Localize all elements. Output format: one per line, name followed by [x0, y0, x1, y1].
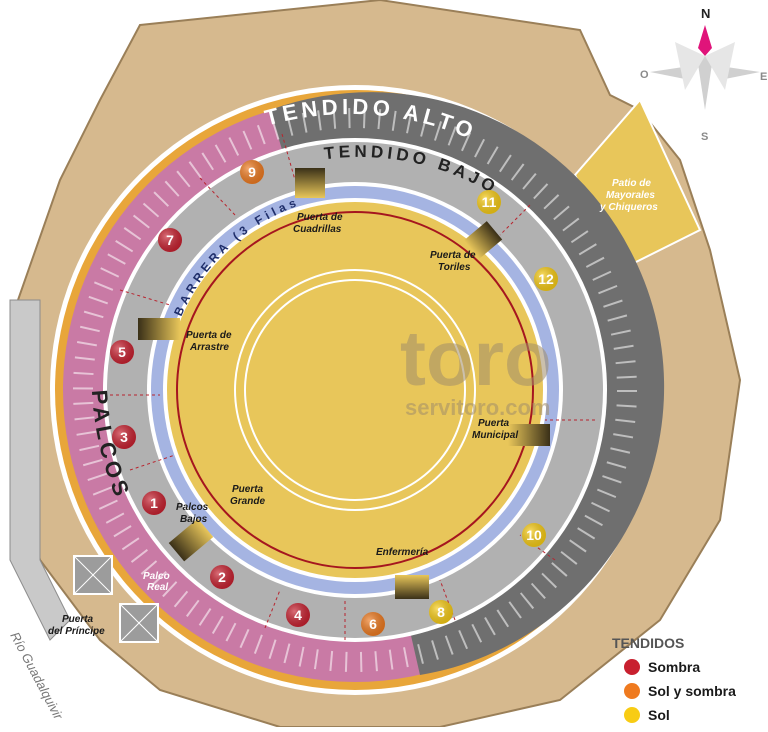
- section-marker-number: 11: [482, 194, 497, 210]
- section-marker-shade: [240, 160, 264, 184]
- section-marker-2[interactable]: 2: [210, 565, 234, 589]
- section-marker-shade: [110, 340, 134, 364]
- gate-arrastre-label: Puerta de Arrastre: [186, 330, 234, 353]
- legend-item-label: Sol y sombra: [648, 683, 736, 699]
- left-wing: [9, 299, 71, 641]
- compass: [650, 25, 760, 110]
- gate-cuadrillas-label: Puerta de Cuadrillas: [293, 212, 345, 235]
- section-marker-number: 9: [248, 164, 256, 180]
- section-marker-number: 3: [120, 429, 128, 445]
- legend-title: TENDIDOS: [612, 635, 684, 651]
- legend-swatch: [624, 707, 640, 723]
- section-marker-number: 2: [218, 569, 226, 585]
- arena: [167, 202, 543, 578]
- section-marker-shade: [522, 523, 546, 547]
- section-marker-number: 4: [294, 607, 302, 623]
- compass-west: O: [640, 69, 649, 81]
- section-marker-7[interactable]: 7: [158, 228, 182, 252]
- legend-item-label: Sombra: [648, 659, 700, 675]
- section-marker-shade: [142, 491, 166, 515]
- section-marker-shade: [158, 228, 182, 252]
- section-marker-number: 5: [118, 344, 126, 360]
- section-marker-6[interactable]: 6: [361, 612, 385, 636]
- legend-swatch: [624, 659, 640, 675]
- section-marker-number: 10: [526, 527, 542, 543]
- section-marker-9[interactable]: 9: [240, 160, 264, 184]
- gate-municipal-label: Puerta Municipal: [472, 418, 518, 441]
- section-marker-number: 1: [150, 495, 158, 511]
- section-marker-1[interactable]: 1: [142, 491, 166, 515]
- legend-item-label: Sol: [648, 707, 670, 723]
- section-marker-shade: [534, 267, 558, 291]
- watermark-brand: toro: [400, 314, 552, 402]
- section-marker-10[interactable]: 10: [522, 523, 546, 547]
- section-marker-shade: [429, 600, 453, 624]
- gate-enfermeria-label: Enfermería: [376, 547, 429, 558]
- patio-label: Patio de Mayorales y Chiqueros: [599, 178, 658, 213]
- section-marker-number: 6: [369, 616, 377, 632]
- section-marker-number: 8: [437, 604, 445, 620]
- legend-swatch: [624, 683, 640, 699]
- section-marker-12[interactable]: 12: [534, 267, 558, 291]
- gate-toriles-label: Puerta de Toriles: [430, 250, 478, 273]
- section-marker-shade: [477, 190, 501, 214]
- section-marker-5[interactable]: 5: [110, 340, 134, 364]
- section-marker-3[interactable]: 3: [112, 425, 136, 449]
- section-marker-number: 12: [538, 271, 554, 287]
- section-marker-shade: [210, 565, 234, 589]
- palcos-bajos-label: Palcos Bajos: [176, 502, 211, 525]
- gate-grande-label: Puerta Grande: [230, 484, 266, 507]
- section-marker-shade: [112, 425, 136, 449]
- compass-north: N: [701, 6, 710, 21]
- river-label: Río Guadalquivir: [7, 629, 66, 722]
- section-marker-number: 7: [166, 232, 174, 248]
- compass-east: E: [760, 71, 767, 83]
- section-marker-shade: [286, 603, 310, 627]
- watermark-site: servitoro.com: [405, 395, 551, 420]
- section-marker-11[interactable]: 11: [477, 190, 501, 214]
- section-marker-4[interactable]: 4: [286, 603, 310, 627]
- section-marker-shade: [361, 612, 385, 636]
- compass-south: S: [701, 131, 708, 143]
- section-marker-8[interactable]: 8: [429, 600, 453, 624]
- puerta-principe-boxes: [73, 555, 159, 643]
- puerta-principe-label: Puerta del Príncipe: [48, 614, 105, 637]
- palco-real-label: Palco Real: [143, 571, 172, 593]
